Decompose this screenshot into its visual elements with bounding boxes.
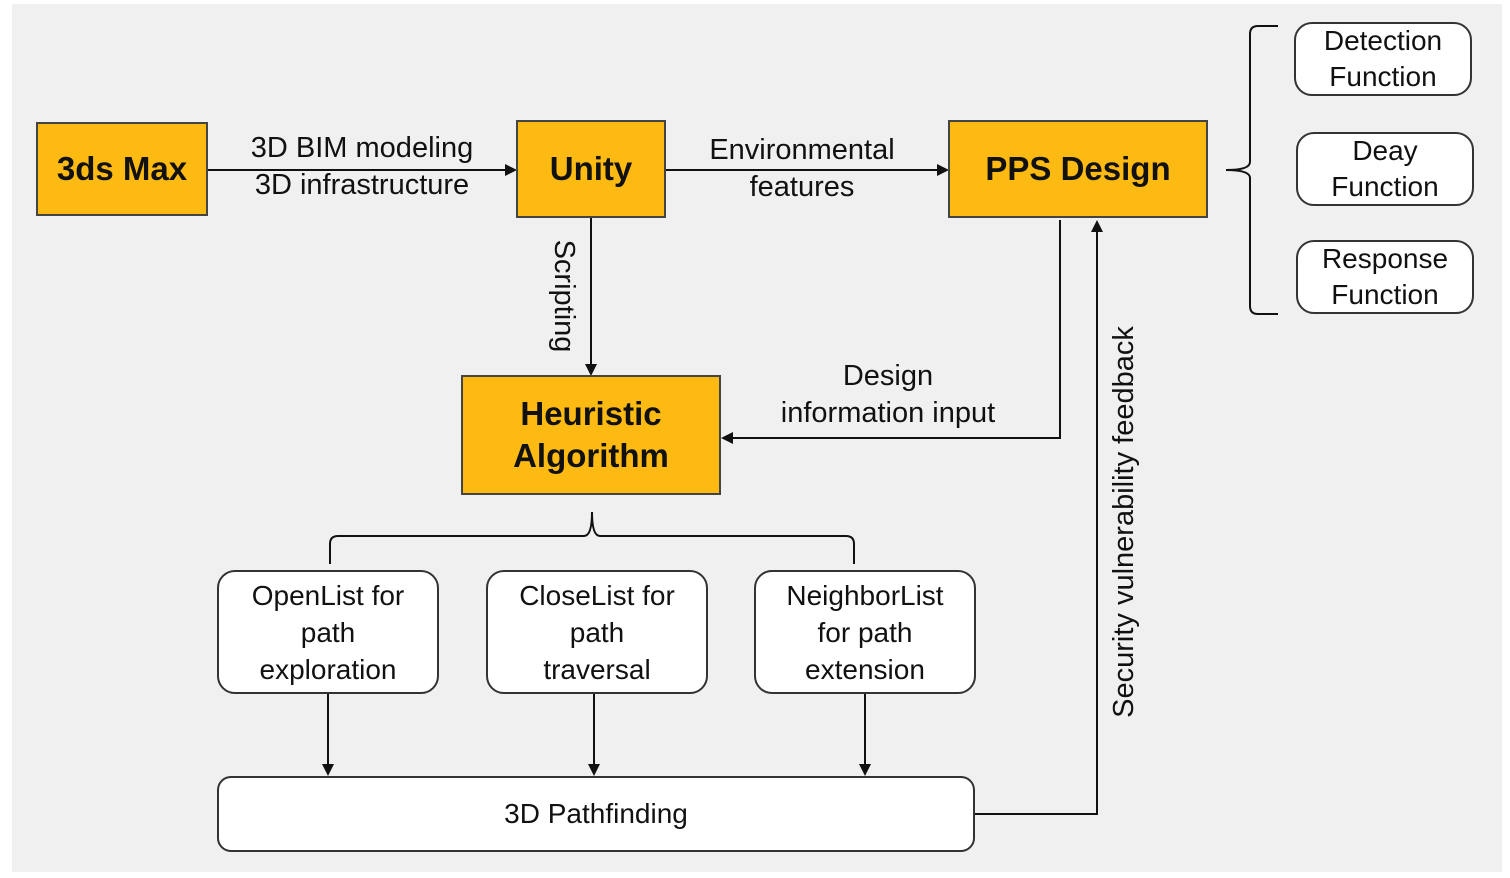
label-feedback: Security vulnerability feedback bbox=[1108, 326, 1140, 718]
node-response-function: Response Function bbox=[1296, 240, 1474, 314]
node-heuristic-algorithm: Heuristic Algorithm bbox=[461, 375, 721, 495]
edge-feedback bbox=[975, 220, 1103, 815]
node-3ds-max: 3ds Max bbox=[36, 122, 208, 216]
brace-pps-functions bbox=[1225, 25, 1278, 315]
brace-heuristic-lists bbox=[329, 511, 855, 564]
node-openlist: OpenList for path exploration bbox=[217, 570, 439, 694]
label-unity-pps: Environmental features bbox=[709, 134, 895, 203]
node-detection-function: Detection Function bbox=[1294, 22, 1472, 96]
node-deay-function: Deay Function bbox=[1296, 132, 1474, 206]
node-neighborlist: NeighborList for path extension bbox=[754, 570, 976, 694]
node-3d-pathfinding: 3D Pathfinding bbox=[217, 776, 975, 852]
label-max-unity: 3D BIM modeling 3D infrastructure bbox=[250, 132, 474, 201]
label-design-input: Design information input bbox=[780, 360, 996, 429]
label-scripting: Scripting bbox=[548, 239, 580, 353]
connector-layer bbox=[208, 25, 1278, 815]
edge-design-input bbox=[721, 220, 1061, 444]
diagram-canvas: 3ds Max Unity PPS Design Heuristic Algor… bbox=[12, 4, 1502, 872]
node-unity: Unity bbox=[516, 120, 666, 218]
node-pps-design: PPS Design bbox=[948, 120, 1208, 218]
node-closelist: CloseList for path traversal bbox=[486, 570, 708, 694]
